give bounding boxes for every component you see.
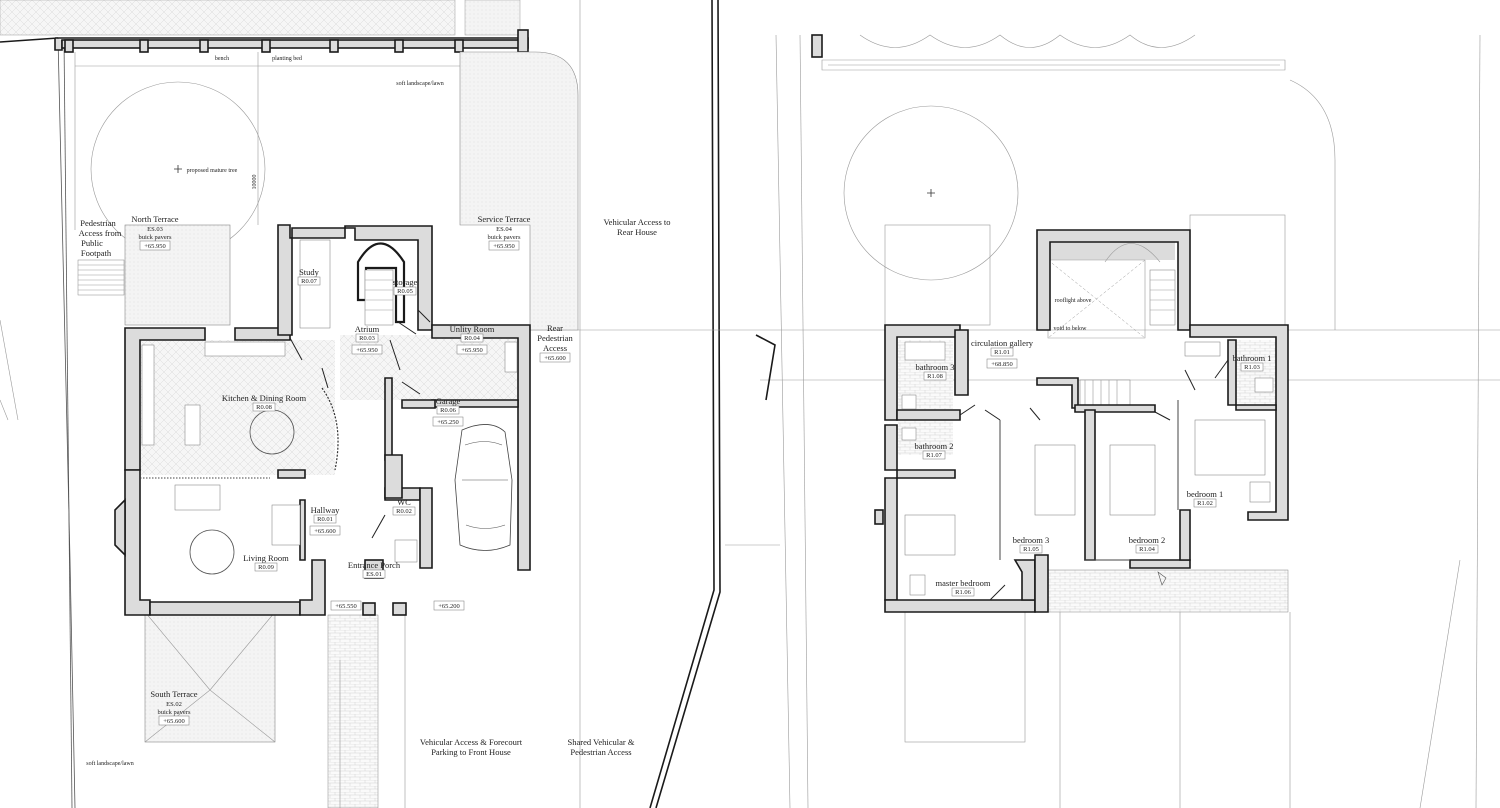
car-icon <box>454 424 513 551</box>
circulation-gallery-code: R1.01 <box>994 349 1010 356</box>
pedestrian-access-line-2: Access from <box>79 228 122 238</box>
utility-name: Unlity Room <box>450 324 495 334</box>
bathroom-2-code: R1.07 <box>926 452 942 459</box>
ground-floor-walls <box>114 224 531 616</box>
atrium-code: R0.03 <box>359 335 375 342</box>
south-terrace-material: buick pavers <box>157 709 191 716</box>
vehicular-rear-line-2: Rear House <box>617 227 657 237</box>
level-forecourt: +65.200 <box>438 603 460 610</box>
note-soft-landscape-bottom: soft landscape/lawn <box>86 760 133 767</box>
north-terrace-paving <box>124 224 231 326</box>
note-void: void to below <box>1054 326 1088 332</box>
note-rooflight: rooflight above <box>1055 297 1092 304</box>
bathroom-3-name: bathroom 3 <box>916 362 955 372</box>
first-floor-fixtures <box>901 341 1274 596</box>
service-terrace-code: ES.04 <box>496 226 512 233</box>
hallway-level: +65.600 <box>314 528 336 535</box>
wc-code: R0.02 <box>396 508 412 515</box>
living-room-code: R0.09 <box>258 564 274 571</box>
garage-level: +65.250 <box>437 419 459 426</box>
level-porch-front: +65.550 <box>335 603 357 610</box>
utility-level: +65.950 <box>461 347 483 354</box>
dimension-label: 10000 <box>252 175 258 190</box>
kitchen-name: Kitchen & Dining Room <box>222 393 307 403</box>
porch-name: Entrance Porch <box>348 560 401 570</box>
door-swings <box>289 309 431 539</box>
hallway-code: R0.01 <box>317 516 333 523</box>
shared-access-line-1: Shared Vehicular & <box>568 737 635 747</box>
living-room-name: Living Room <box>243 553 289 563</box>
bedroom-2-code: R1.04 <box>1139 546 1155 553</box>
entrance-path <box>327 614 379 808</box>
service-terrace-material: buick pavers <box>487 234 521 241</box>
note-bench: bench <box>215 56 229 62</box>
first-floor-door-swings <box>959 359 1229 601</box>
forecourt-line-2: Parking to Front House <box>431 747 511 757</box>
steps <box>77 259 125 296</box>
utility-code: R0.04 <box>464 335 480 342</box>
ground-floor-labels: bench planting bed soft landscape/lawn p… <box>79 56 671 767</box>
rear-access-line-1: Rear <box>547 323 563 333</box>
bedroom-2-name: bedroom 2 <box>1129 535 1166 545</box>
garage-name: Garage <box>436 396 461 406</box>
note-tree: proposed mature tree <box>187 168 238 174</box>
garage-code: R0.06 <box>440 407 456 414</box>
atrium-level: +65.950 <box>356 347 378 354</box>
first-floor-labels: rooflight above void to below circulatio… <box>915 297 1272 597</box>
bathroom-1-code: R1.03 <box>1244 364 1260 371</box>
bathroom-1-name: bathroom 1 <box>1233 353 1272 363</box>
storage-name: storage <box>393 277 418 287</box>
service-terrace-paving <box>459 51 579 331</box>
first-floor-context <box>811 34 1291 808</box>
bedroom-3-name: bedroom 3 <box>1013 535 1050 545</box>
vehicular-rear-line-1: Vehicular Access to <box>603 217 670 227</box>
master-bedroom-code: R1.06 <box>955 589 971 596</box>
master-bedroom-name: master bedroom <box>936 578 991 588</box>
south-terrace-level: +65.600 <box>163 718 185 725</box>
circulation-gallery-name: circulation gallery <box>971 338 1034 348</box>
north-terrace-material: buick pavers <box>138 234 172 241</box>
rear-access-line-2: Pedestrian <box>537 333 573 343</box>
study-name: Study <box>299 267 320 277</box>
bedroom-3-code: R1.05 <box>1023 546 1039 553</box>
bathroom-2-name: bathroom 2 <box>915 441 954 451</box>
north-terrace-level: +65.950 <box>144 243 166 250</box>
north-terrace-name: North Terrace <box>131 214 178 224</box>
south-terrace-name: South Terrace <box>150 689 197 699</box>
neighbour-strip <box>0 0 521 36</box>
bedroom-1-code: R1.02 <box>1197 500 1213 507</box>
north-terrace-code: ES.03 <box>147 226 163 233</box>
storage-code: R0.05 <box>397 288 413 295</box>
note-planting-bed: planting bed <box>272 56 302 62</box>
rear-access-line-3: Access <box>543 343 567 353</box>
porch-code: ES.01 <box>366 571 382 578</box>
atrium-name: Atrium <box>355 324 380 334</box>
study-code: R0.07 <box>301 278 317 285</box>
kitchen-code: R0.08 <box>256 404 272 411</box>
south-terrace-code: ES.02 <box>166 701 182 708</box>
bedroom-1-name: bedroom 1 <box>1187 489 1224 499</box>
garden-wall <box>54 29 529 53</box>
ground-floor-floors <box>140 335 520 475</box>
service-terrace-name: Service Terrace <box>478 214 531 224</box>
rear-access-level: +65.600 <box>544 355 566 362</box>
hallway-name: Hallway <box>311 505 341 515</box>
note-soft-landscape-top: soft landscape/lawn <box>396 80 443 87</box>
wc-name: WC <box>397 497 411 507</box>
pedestrian-access-line-1: Pedestrian <box>80 218 116 228</box>
circulation-gallery-level: +68.850 <box>991 361 1013 368</box>
bathroom-3-code: R1.08 <box>927 373 943 380</box>
forecourt-line-1: Vehicular Access & Forecourt <box>420 737 523 747</box>
pedestrian-access-line-4: Footpath <box>81 248 112 258</box>
service-terrace-level: +65.950 <box>493 243 515 250</box>
shared-access-line-2: Pedestrian Access <box>570 747 631 757</box>
pedestrian-access-line-3: Public <box>81 238 103 248</box>
